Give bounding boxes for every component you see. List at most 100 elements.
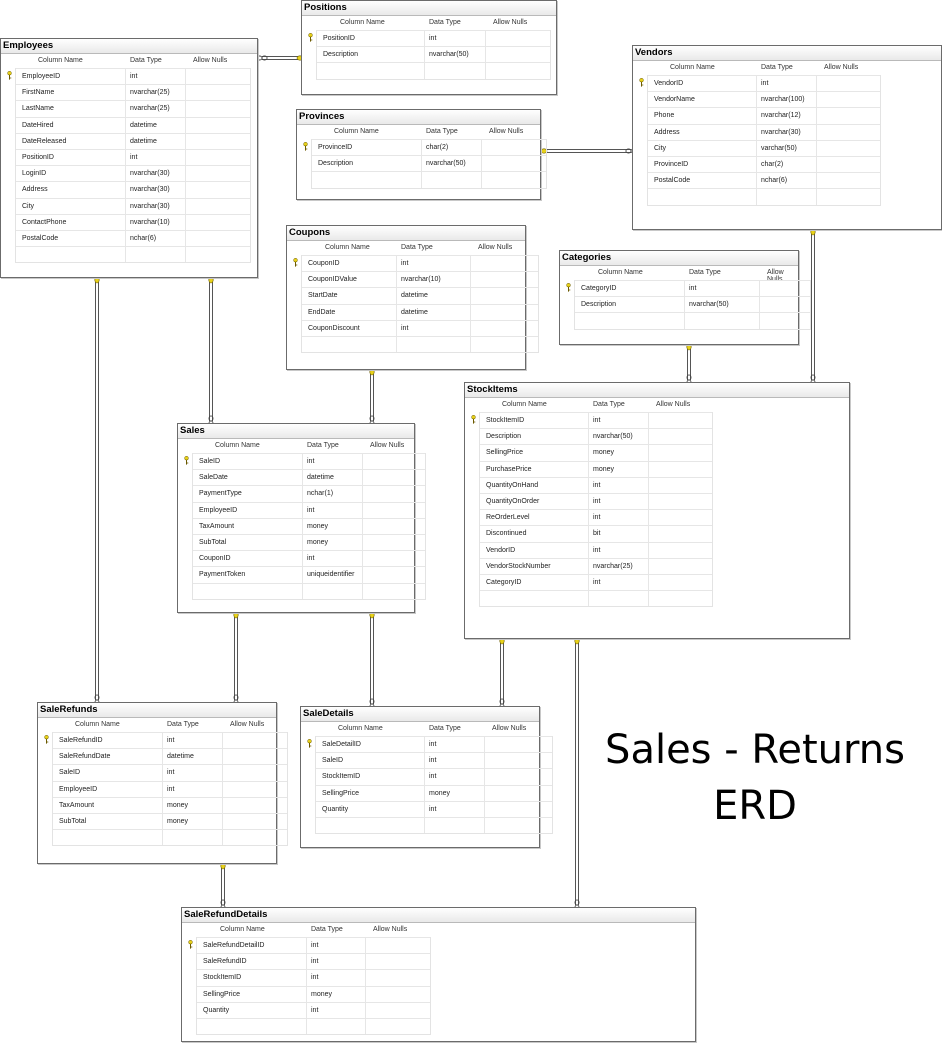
cell-divider — [759, 297, 760, 313]
empty-row[interactable] — [312, 171, 546, 188]
table-title[interactable]: Vendors — [633, 46, 941, 61]
empty-row[interactable] — [53, 829, 287, 846]
empty-row[interactable] — [575, 312, 810, 329]
column-name: FirstName — [22, 89, 55, 97]
table-title[interactable]: Provinces — [297, 110, 540, 125]
column-name: ProvinceID — [318, 144, 353, 151]
table-title[interactable]: Categories — [560, 251, 798, 266]
table-title[interactable]: SaleRefundDetails — [182, 908, 695, 923]
empty-row[interactable] — [197, 1017, 430, 1035]
table-title[interactable]: Employees — [1, 39, 257, 54]
empty-row[interactable] — [302, 335, 538, 353]
empty-row[interactable] — [316, 816, 552, 834]
empty-row[interactable] — [317, 62, 550, 79]
empty-row[interactable] — [480, 590, 712, 607]
table-title[interactable]: Positions — [302, 1, 556, 16]
empty-row[interactable] — [193, 582, 425, 599]
table-title[interactable]: Sales — [178, 424, 414, 439]
empty-row[interactable] — [648, 188, 880, 205]
table-title[interactable]: SaleRefunds — [38, 703, 276, 718]
empty-row[interactable] — [16, 246, 250, 263]
table-title[interactable]: SaleDetails — [301, 707, 539, 722]
table-title[interactable]: StockItems — [465, 383, 849, 398]
table-title[interactable]: Coupons — [287, 226, 525, 241]
